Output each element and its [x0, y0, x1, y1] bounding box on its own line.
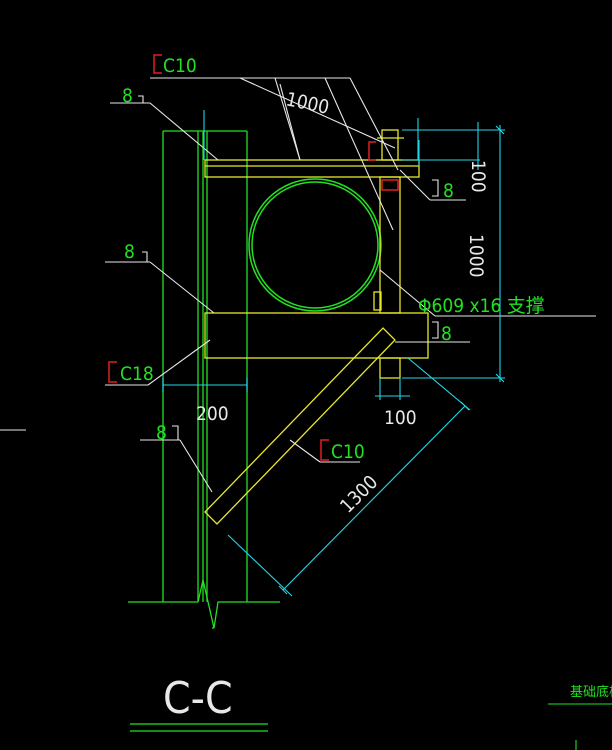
red-marks [108, 54, 399, 461]
dim-right-height: 1000 [465, 234, 487, 278]
label-weld-top-left: 8 [122, 85, 133, 107]
dim-top-span: 1000 [284, 88, 331, 119]
title-underline [130, 723, 268, 732]
c18-beam [204, 312, 429, 359]
corner-text: 基础底板 [570, 684, 612, 700]
dim-brace-length: 1300 [336, 471, 382, 517]
label-weld-middle-left: 8 [124, 241, 135, 263]
c10-diagonal-brace [204, 327, 396, 525]
label-pipe-spec: Φ609 x16 支撑 [418, 295, 545, 317]
annotations: C10 8 1000 100 1000 8 8 Φ609 x16 支撑 8 C1… [120, 55, 612, 724]
column [128, 130, 280, 629]
vertical-post [379, 176, 401, 314]
corner-lines [548, 703, 612, 750]
label-c18: C18 [120, 363, 154, 385]
label-weld-right-upper: 8 [443, 180, 454, 202]
pipe-strut [248, 178, 382, 312]
label-weld-brace: 8 [156, 422, 167, 444]
steel-members [204, 129, 429, 525]
dim-column-width: 200 [196, 403, 229, 425]
leaders [0, 77, 596, 493]
label-c10-top: C10 [163, 55, 197, 77]
dimensions [162, 110, 505, 597]
dim-bottom-right: 100 [384, 407, 417, 429]
top-plate [381, 129, 399, 161]
dim-right-top: 100 [467, 160, 489, 193]
label-weld-right-lower: 8 [441, 323, 452, 345]
section-title: C-C [163, 673, 233, 724]
label-c10-brace: C10 [331, 441, 365, 463]
c10-top-beam [204, 159, 420, 178]
